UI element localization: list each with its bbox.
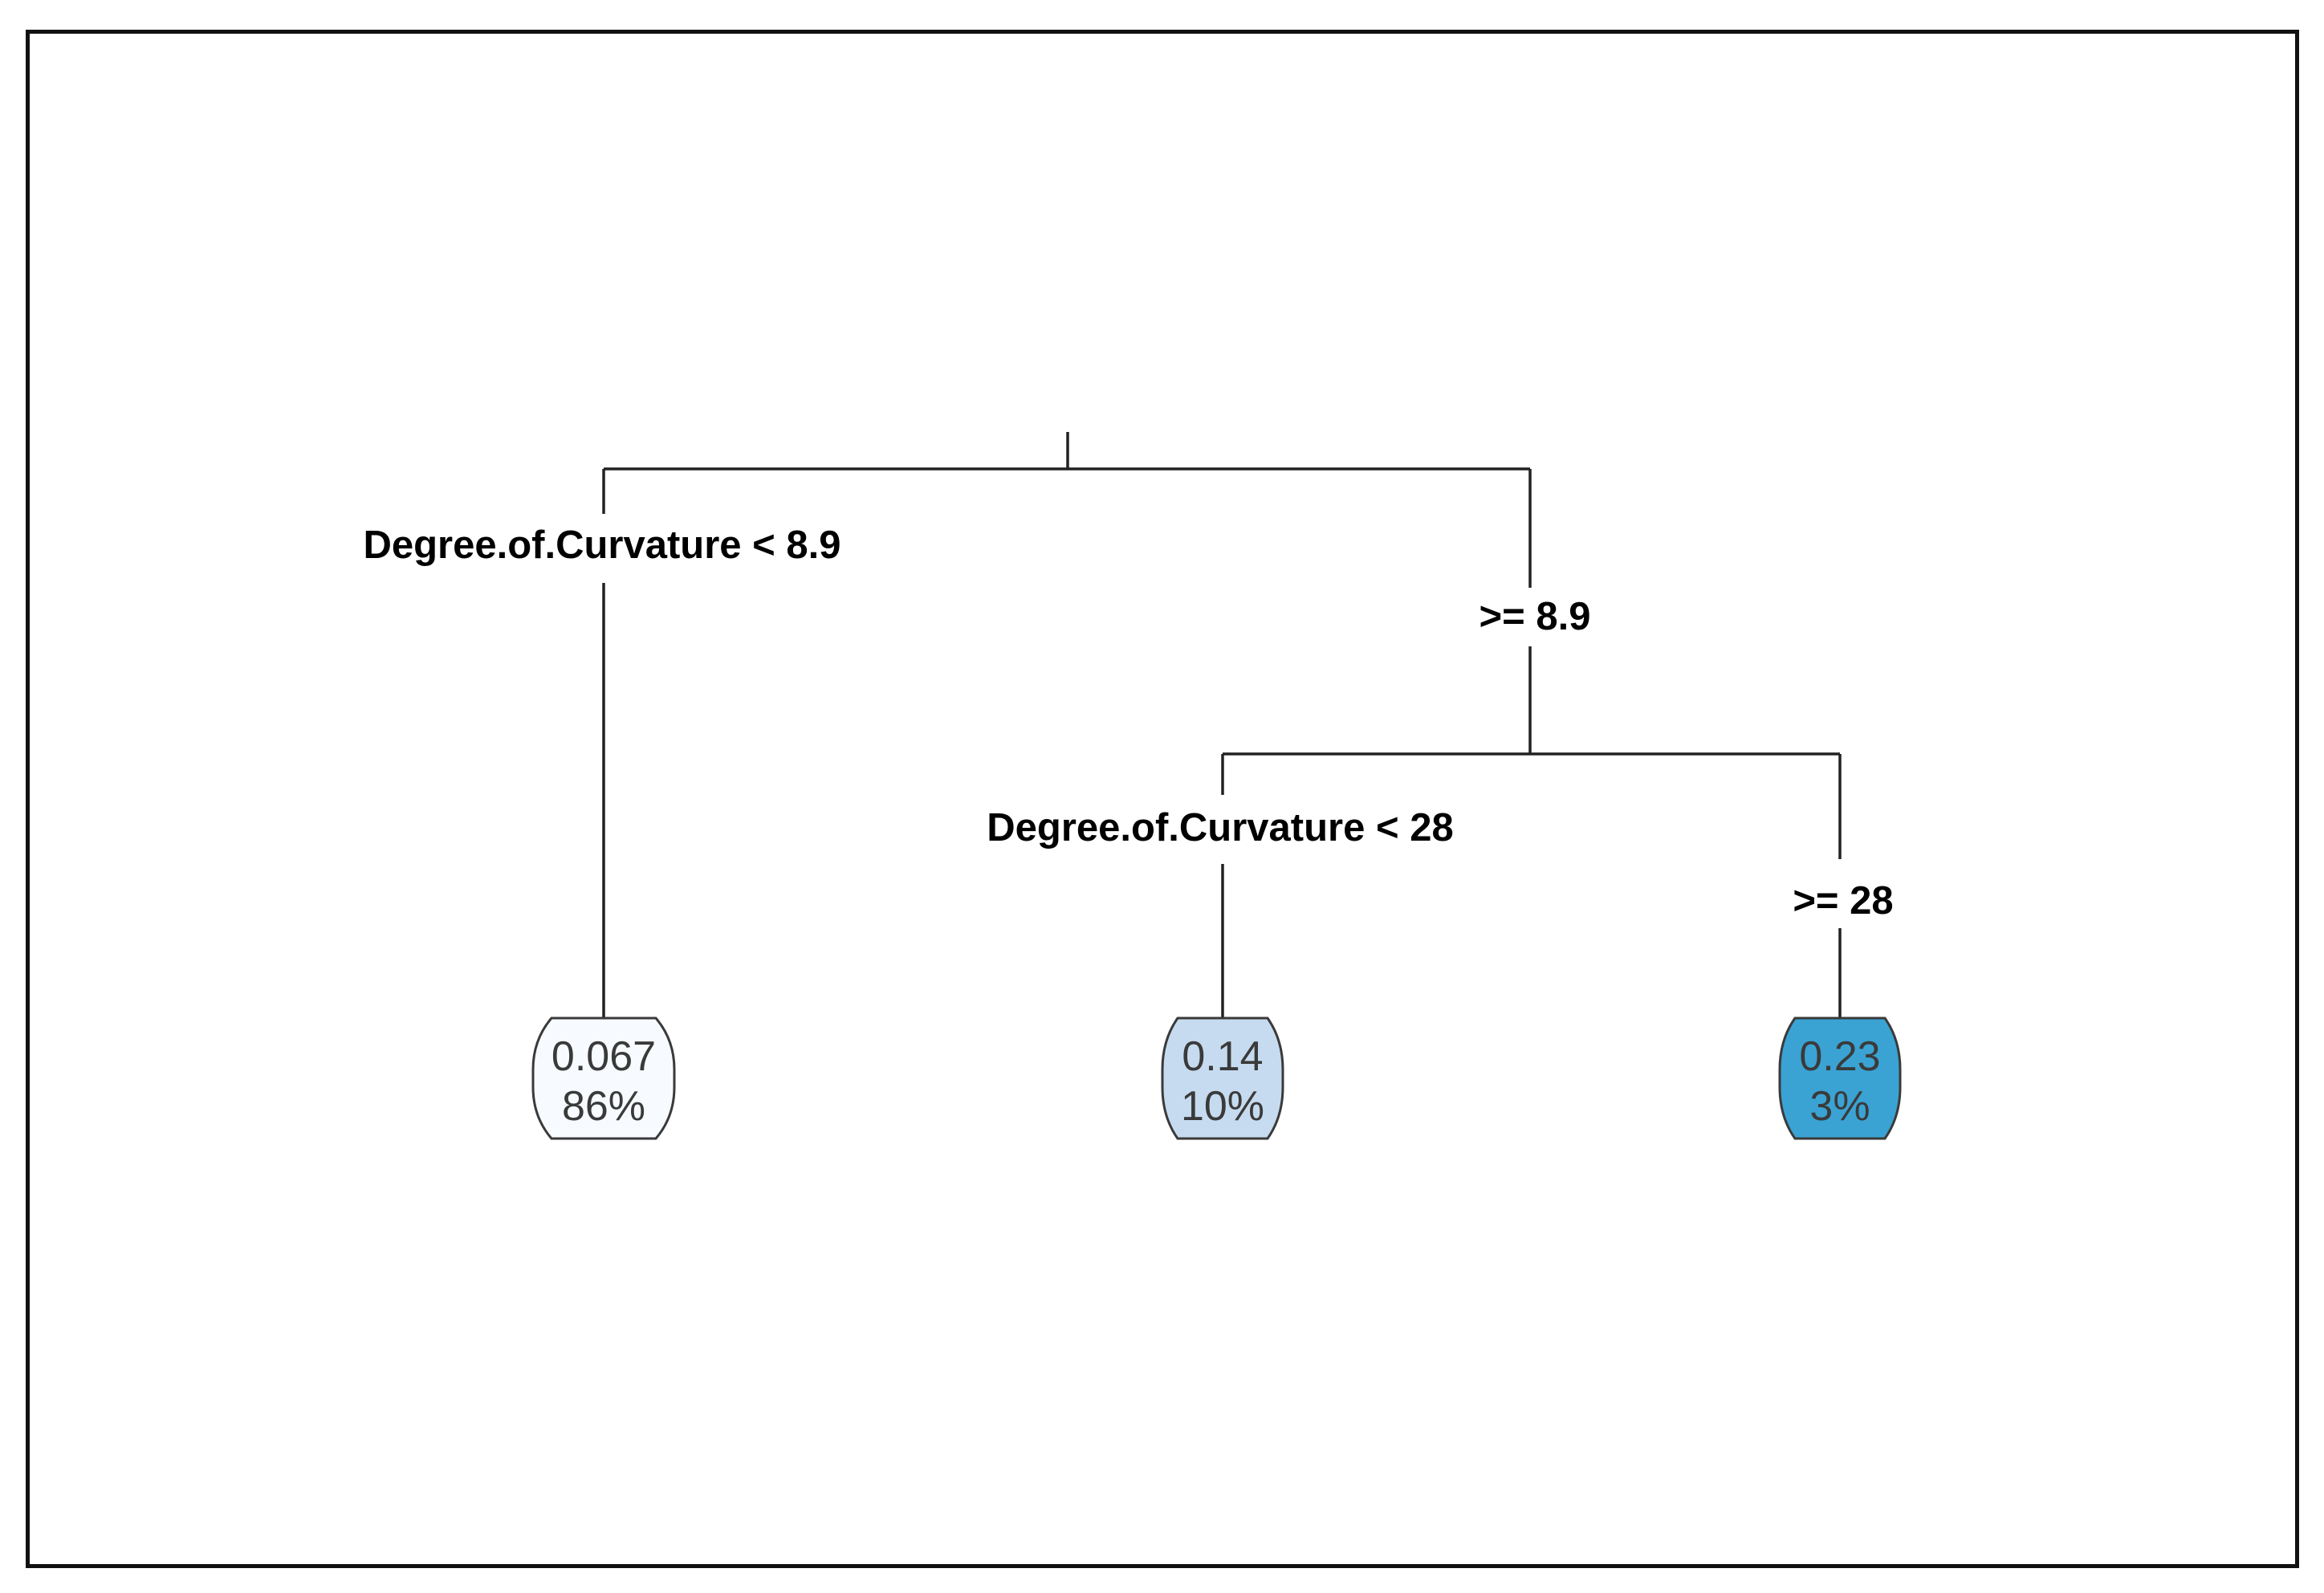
- leaf-percent: 86%: [562, 1083, 645, 1130]
- leaf-value: 0.23: [1799, 1033, 1880, 1080]
- split-1-label: Degree.of.Curvature < 8.9: [363, 524, 840, 567]
- tree-edges: [602, 432, 1842, 1018]
- split-2-other-label: >= 28: [1793, 879, 1893, 923]
- leaf-node-1: 0.067 86%: [531, 1017, 676, 1140]
- leaf-percent: 3%: [1809, 1083, 1870, 1130]
- leaf-box: [531, 1017, 676, 1140]
- split-1-other-label: >= 8.9: [1479, 595, 1591, 638]
- leaf-percent: 10%: [1181, 1083, 1264, 1130]
- leaf-value: 0.067: [551, 1033, 656, 1080]
- leaf-node-2: 0.14 10%: [1161, 1017, 1284, 1140]
- split-2-label: Degree.of.Curvature < 28: [987, 806, 1453, 849]
- leaf-node-3: 0.23 3%: [1778, 1017, 1902, 1140]
- leaf-box: [1161, 1017, 1284, 1140]
- plot-frame: [26, 30, 2299, 1568]
- leaf-box: [1778, 1017, 1902, 1140]
- leaf-value: 0.14: [1182, 1033, 1263, 1080]
